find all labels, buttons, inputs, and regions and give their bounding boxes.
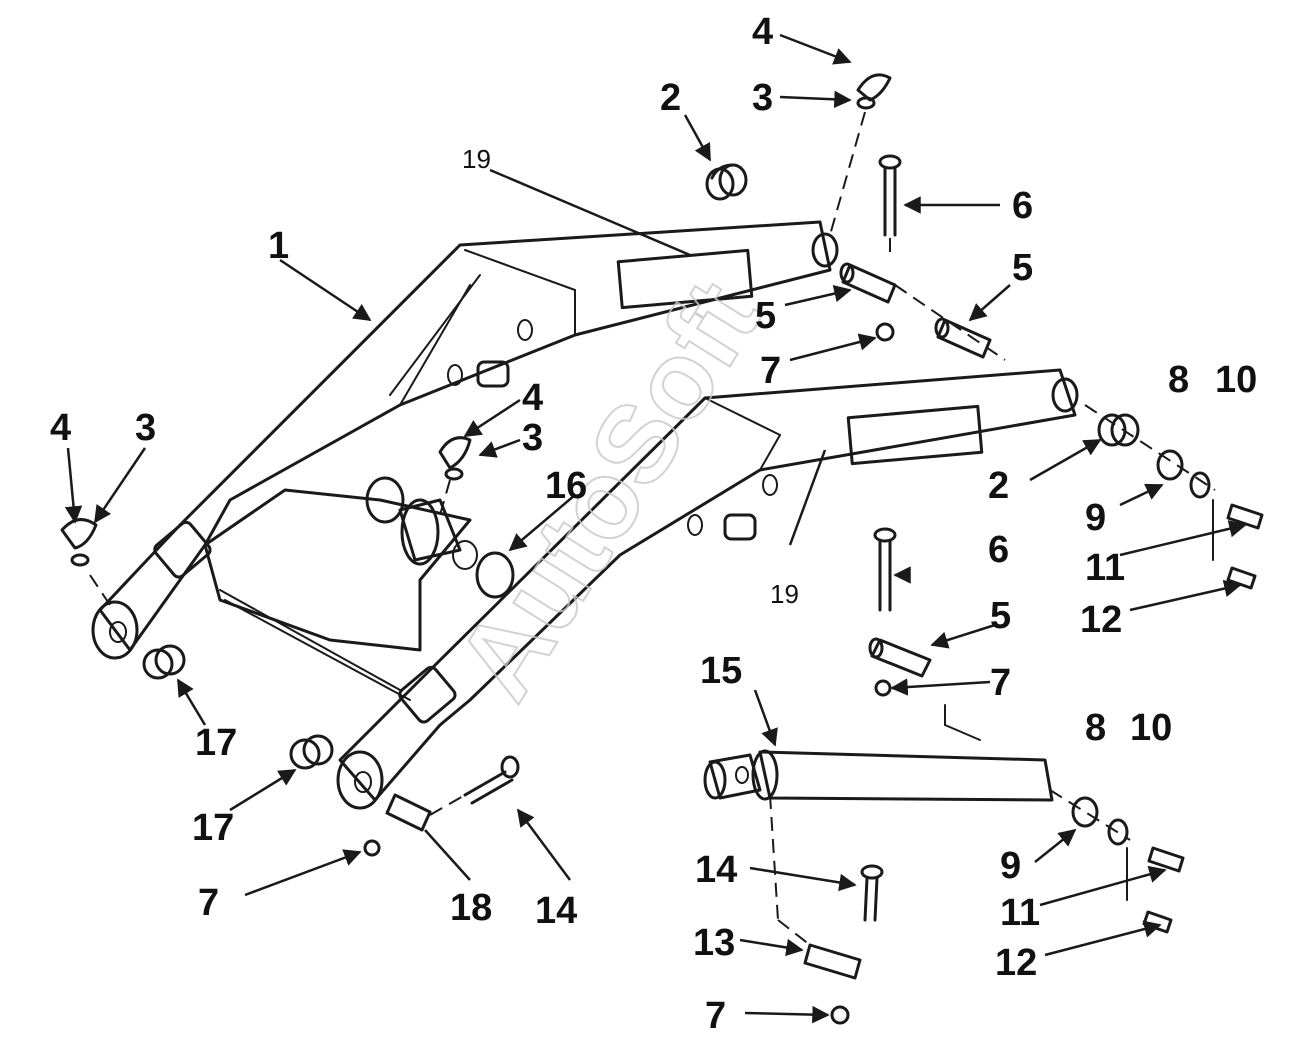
callout-4: 4 [522,377,543,419]
callout-12: 12 [995,942,1037,984]
callout-6: 6 [1012,185,1033,227]
callout-7: 7 [705,995,726,1037]
callout-7: 7 [990,662,1011,704]
callout-7: 7 [760,350,781,392]
pin-12-a [1226,566,1257,590]
callout-10: 10 [1130,707,1172,749]
callout-5: 5 [755,295,776,337]
callout-11: 11 [1085,547,1125,589]
washer-8-b [1071,796,1099,828]
callout-2: 2 [988,465,1009,507]
callout-8: 8 [1168,359,1189,401]
callout-18: 18 [450,887,492,929]
callout-17: 17 [195,722,237,764]
screw-11-a [1226,503,1264,530]
callout-19: 19 [462,144,491,174]
callout-3: 3 [752,77,773,119]
bushing-17-a [142,644,186,680]
callout-15: 15 [700,650,742,692]
callout-11: 11 [1000,892,1040,934]
callout-17: 17 [192,807,234,849]
callout-2: 2 [660,77,681,119]
bolt-14-a [463,755,520,805]
callout-9: 9 [1000,845,1021,887]
callout-5: 5 [990,595,1011,637]
bolt-14-b [860,864,884,922]
callout-19: 19 [770,579,799,609]
callout-10: 10 [1215,359,1257,401]
callout-3: 3 [135,407,156,449]
callout-16: 16 [545,465,587,507]
callout-1: 1 [268,225,289,267]
pin-12-b [1142,910,1173,934]
washer-8-a [1156,449,1184,481]
bolt-6-upper [878,154,902,237]
nut-7-b [874,679,892,697]
bolt-6-lower [873,527,897,612]
boom-frame [91,220,1079,810]
callout-8: 8 [1085,707,1106,749]
callout-4: 4 [50,407,71,449]
nut-7-c [363,839,381,857]
bushing-2-upper [705,163,748,201]
callout-labels: 1 2 2 3 3 3 4 4 4 5 5 5 6 6 7 7 7 7 8 8 … [50,11,1257,1037]
grease-fitting-mid [438,436,472,481]
bushing-2-right [1097,413,1140,447]
callout-3: 3 [522,417,543,459]
nut-7-a [875,322,895,342]
callout-14: 14 [695,849,737,891]
callout-4: 4 [752,11,773,53]
washer-10-b [1107,818,1129,846]
leader-lines [64,33,1247,1024]
grease-fitting-left [60,518,98,567]
bushing-17-b [289,734,334,770]
callout-14: 14 [535,890,577,932]
callout-12: 12 [1080,599,1122,641]
pin-5-b [934,317,992,359]
callout-9: 9 [1085,497,1106,539]
nut-7-d [830,1005,850,1025]
hydraulic-cylinder-15 [703,749,1054,802]
pin-18 [385,793,432,832]
pin-5-a [839,262,897,304]
loose-parts [60,73,1264,1025]
alignment-lines [89,111,1216,946]
callout-6: 6 [988,529,1009,571]
screw-11-b [1147,846,1185,873]
grease-fitting-top [856,73,892,110]
callout-7: 7 [198,882,219,924]
washer-10-a [1189,471,1211,499]
callout-5: 5 [1012,247,1033,289]
pin-5-c [868,637,932,678]
callout-13: 13 [693,922,735,964]
pin-13 [803,943,862,980]
